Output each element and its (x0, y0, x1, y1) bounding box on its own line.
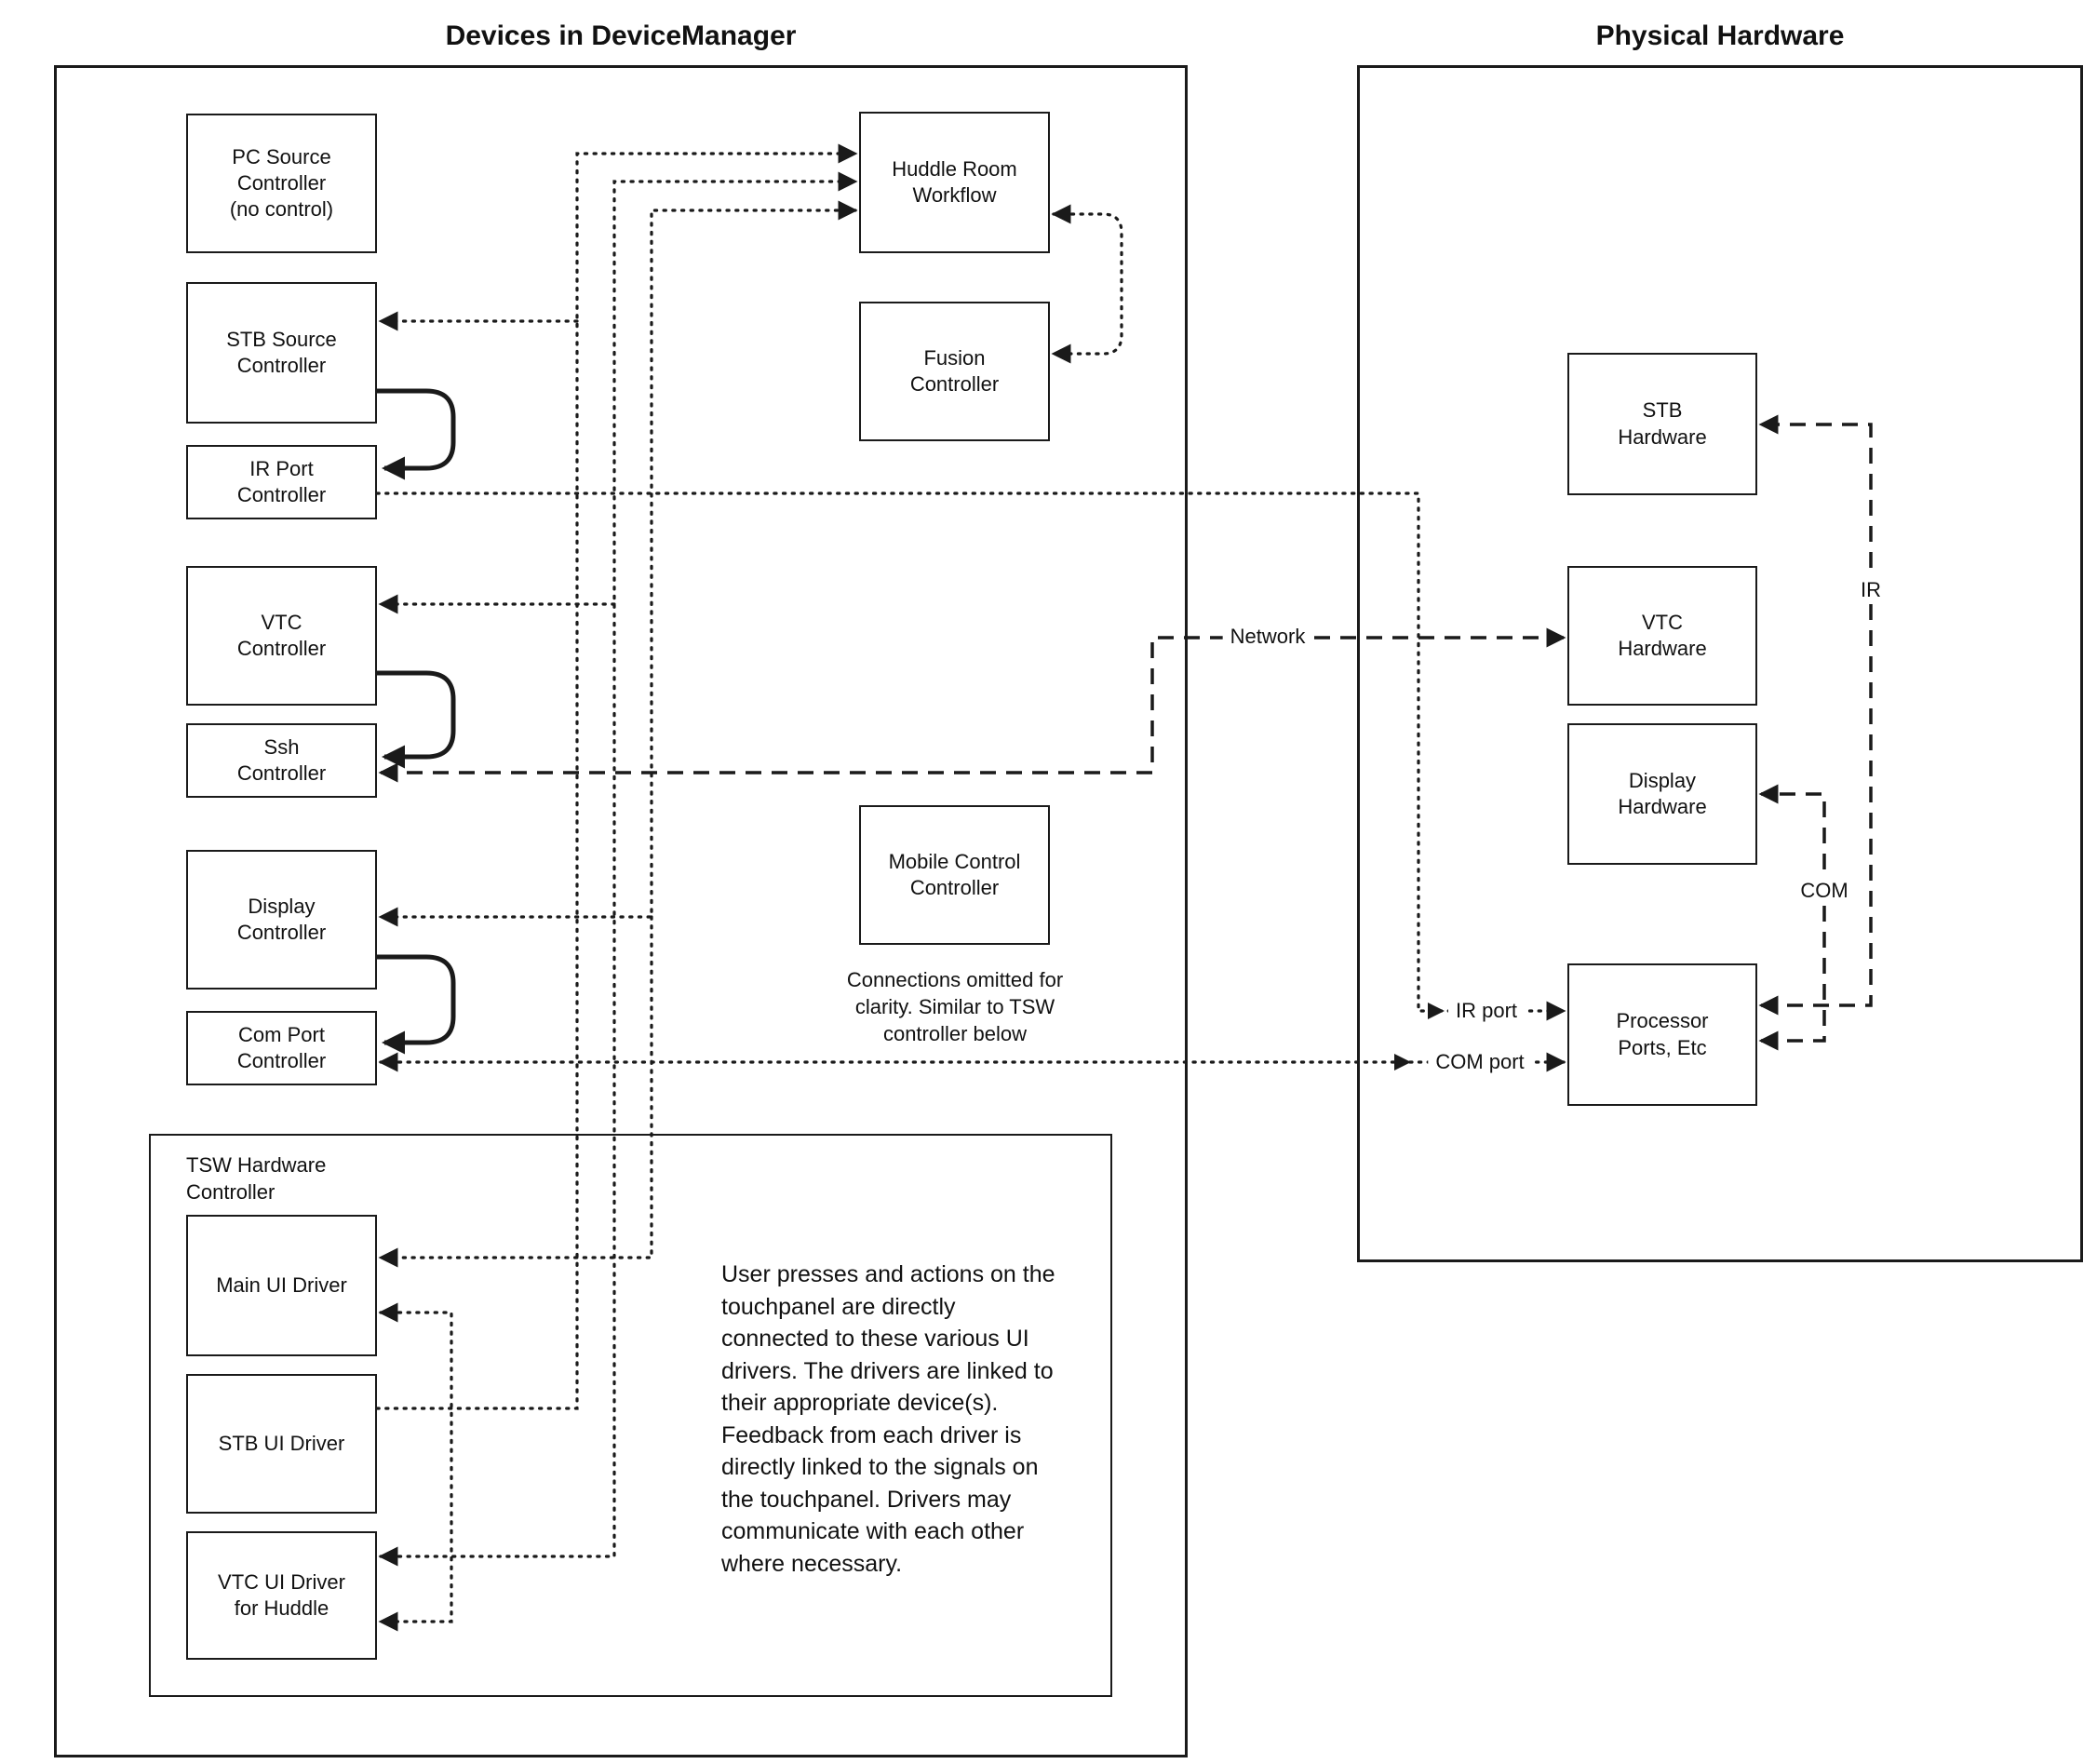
vtc-controller-box: VTC Controller (186, 566, 377, 706)
main-ui-to-vtc-ui-connector (378, 1302, 453, 1632)
ir-label: IR (1853, 576, 1889, 604)
stb-ui-to-huddle-connector (375, 143, 858, 1410)
mobile-caption: Connections omitted for clarity. Similar… (846, 968, 1064, 1046)
processor-ports-box: Processor Ports, Etc (1567, 963, 1757, 1106)
fusion-controller-box: Fusion Controller (859, 302, 1050, 441)
hardware-section-title: Physical Hardware (1595, 20, 1845, 51)
devices-section-title: Devices in DeviceManager (445, 20, 797, 51)
vtc-ui-driver-box: VTC UI Driver for Huddle (186, 1531, 377, 1660)
com-port-label: COM port (1428, 1048, 1532, 1076)
ssh-to-vtc-hardware-network-connector (378, 627, 1566, 783)
tsw-note: User presses and actions on the touchpan… (721, 1261, 1055, 1577)
stb-hardware-box: STB Hardware (1567, 353, 1757, 495)
network-label: Network (1222, 623, 1313, 651)
processor-to-display-hardware-com-connector (1758, 784, 1826, 1051)
vtc-to-ssh-connector (377, 670, 456, 769)
ir-port-label-arrow (1428, 1003, 1445, 1019)
pc-source-controller-box: PC Source Controller (no control) (186, 114, 377, 253)
com-port-controller-box: Com Port Controller (186, 1011, 377, 1085)
mobile-control-controller-box: Mobile Control Controller (859, 805, 1050, 945)
huddle-fusion-connector (1051, 204, 1123, 364)
tsw-container-label: TSW Hardware Controller (186, 1153, 327, 1204)
display-hardware-box: Display Hardware (1567, 723, 1757, 865)
stb-source-controller-box: STB Source Controller (186, 282, 377, 424)
ir-port-label: IR port (1447, 997, 1526, 1025)
ir-port-controller-box: IR Port Controller (186, 445, 377, 519)
vtc-hardware-box: VTC Hardware (1567, 566, 1757, 706)
huddle-to-display-controller-connector (378, 200, 858, 927)
ssh-controller-box: Ssh Controller (186, 723, 377, 798)
display-branch-to-main-ui-connector (378, 915, 653, 1268)
main-ui-driver-box: Main UI Driver (186, 1215, 377, 1356)
display-controller-box: Display Controller (186, 850, 377, 990)
devices-container (54, 65, 1188, 1757)
stb-source-to-ir-port-connector (377, 388, 456, 480)
processor-to-stb-hardware-ir-connector (1758, 414, 1873, 1016)
display-to-com-port-connector (377, 954, 456, 1055)
com-label: COM (1793, 877, 1856, 905)
com-port-label-arrow (1394, 1054, 1411, 1071)
stb-ui-driver-box: STB UI Driver (186, 1374, 377, 1514)
huddle-room-workflow-box: Huddle Room Workflow (859, 112, 1050, 253)
